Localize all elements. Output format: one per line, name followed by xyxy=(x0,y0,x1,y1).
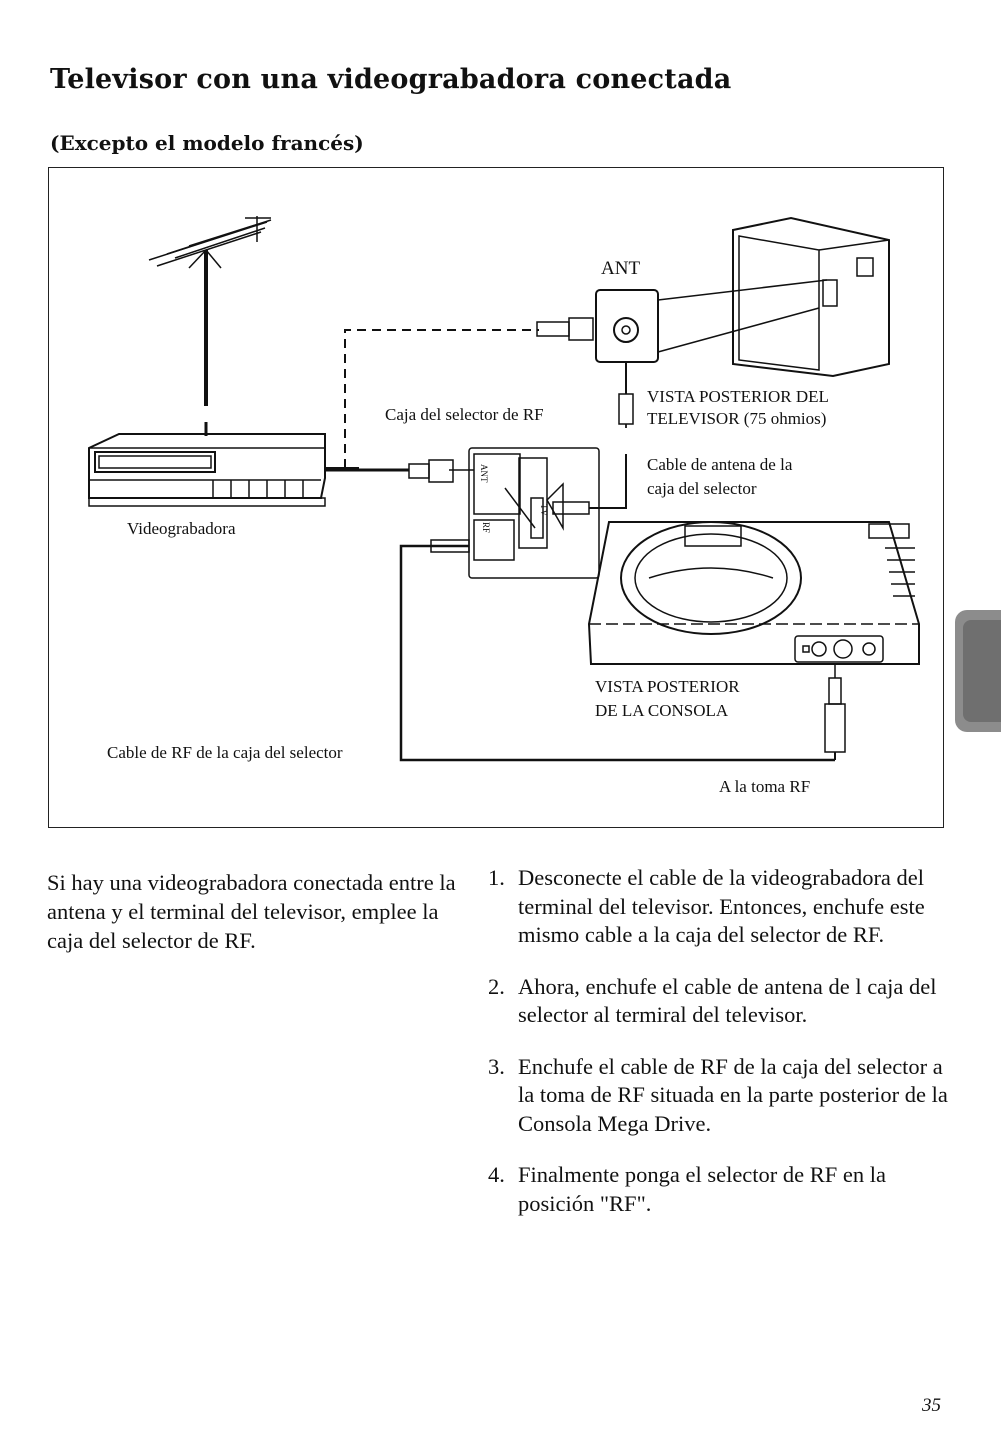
antenna-icon xyxy=(148,216,272,406)
switch-rf-label: RF xyxy=(481,522,491,534)
console-rear-view-label-line2: DE LA CONSOLA xyxy=(595,701,729,720)
intro-paragraph: Si hay una videograbadora conectada entr… xyxy=(47,870,456,953)
list-item: 4.Finalmente ponga el selector de RF en … xyxy=(488,1162,887,1216)
rf-selector-icon xyxy=(408,447,600,579)
page-subtitle: (Excepto el modelo francés) xyxy=(50,131,364,155)
console-icon xyxy=(587,521,920,665)
switch-tv-label: TV xyxy=(539,504,549,516)
section-tab xyxy=(955,610,1001,732)
diagram-drawing xyxy=(88,216,920,762)
connection-diagram: ANT VISTA POSTERIOR DEL TELEVISOR (75 oh… xyxy=(48,167,944,828)
console-rear-view-label-line1: VISTA POSTERIOR xyxy=(595,677,740,696)
switch-ant-label: ANT xyxy=(479,464,489,483)
antenna-cable-label-line2: caja del selector xyxy=(647,479,757,498)
ant-label: ANT xyxy=(601,258,641,279)
television-icon xyxy=(657,216,890,378)
page-number: 35 xyxy=(922,1395,941,1416)
rf-cable-label: Cable de RF de la caja del selector xyxy=(107,743,343,762)
tv-rear-view-label-line1: VISTA POSTERIOR DEL xyxy=(647,387,829,406)
tv-rear-view-label-line2: TELEVISOR (75 ohmios) xyxy=(647,409,827,428)
list-item: 2.Ahora, enchufe el cable de antena de l… xyxy=(488,973,937,1028)
list-item: 3.Enchufe el cable de RF de la caja del … xyxy=(488,1053,948,1136)
rf-selector-box-label: Caja del selector de RF xyxy=(385,405,544,424)
vcr-label: Videograbadora xyxy=(127,519,236,538)
list-item: 1.Desconecte el cable de la videograbado… xyxy=(488,865,925,947)
videograbadora-icon xyxy=(88,422,326,507)
antenna-cable-label-line1: Cable de antena de la xyxy=(647,455,793,474)
rf-jack-label: A la toma RF xyxy=(719,777,811,796)
page-title: Televisor con una videograbadora conecta… xyxy=(50,64,732,95)
instruction-steps: 1.Desconecte el cable de la videograbado… xyxy=(488,864,948,1241)
